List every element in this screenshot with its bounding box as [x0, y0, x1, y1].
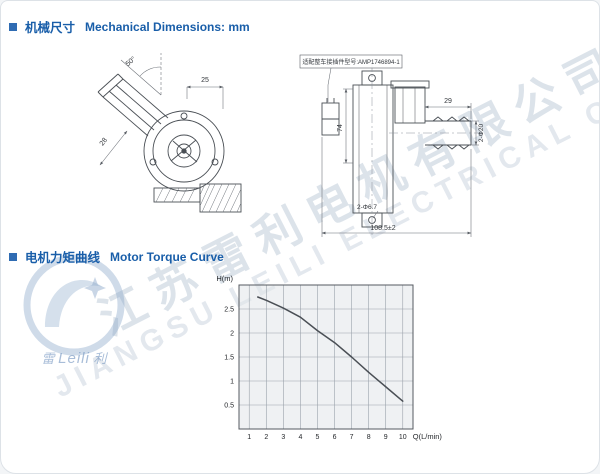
connector-model-callout: 适配整车接插件型号:AMP1746894-1	[299, 54, 403, 102]
mech-title-cn: 机械尺寸	[25, 21, 76, 35]
front-view-dimension-lines	[321, 88, 479, 237]
x-tick-label: 10	[399, 434, 407, 441]
torque-curve	[257, 296, 404, 402]
torque-title-en: Motor Torque Curve	[110, 249, 224, 264]
x-tick-label: 9	[384, 434, 388, 441]
bracket-hatching	[155, 183, 242, 213]
mech-title-en: Mechanical Dimensions: mm	[85, 19, 250, 34]
y-tick-label: 2	[230, 331, 234, 338]
x-axis-label: Q(L/min)	[413, 432, 443, 441]
x-tick-label: 5	[316, 434, 320, 441]
dim-2phi67-label: 2-Φ6.7	[357, 204, 377, 211]
dim-29-label: 29	[444, 98, 452, 105]
dim-25-label: 25	[201, 77, 209, 84]
y-tick-label: 2.5	[224, 307, 234, 314]
centerlines	[371, 63, 483, 235]
side-view-dimension-lines	[99, 53, 224, 166]
blue-square-bullet-icon	[9, 252, 17, 261]
x-tick-label: 3	[281, 434, 285, 441]
pump-front-view	[321, 70, 472, 228]
dim-74-label: 74	[337, 124, 344, 132]
x-tick-label: 6	[333, 434, 337, 441]
x-tick-label: 7	[350, 434, 354, 441]
torque-section-header: 电机力矩曲线 Motor Torque Curve	[9, 247, 224, 266]
dim-total-length-label: 108.5±2	[370, 225, 395, 232]
torque-title-cn: 电机力矩曲线	[25, 251, 101, 265]
blue-square-bullet-icon	[9, 22, 17, 31]
mech-section-header: 机械尺寸 Mechanical Dimensions: mm	[9, 17, 250, 36]
x-tick-label: 4	[298, 434, 302, 441]
y-tick-label: 1.5	[224, 355, 234, 362]
y-tick-label: 1	[230, 379, 234, 386]
y-tick-label: 0.5	[224, 403, 234, 410]
x-tick-label: 1	[247, 434, 251, 441]
x-tick-label: 2	[264, 434, 268, 441]
motor-torque-chart: 0.5 1 1.5 2 2.5 1 2 3 4 5 6 7 8 9 10 H(m) Q(L/min)	[216, 274, 443, 441]
dim-28-label: 28	[99, 137, 109, 148]
dim-2phi20-label: 2-Φ20	[478, 124, 485, 143]
y-axis-label: H(m)	[216, 274, 233, 283]
dim-50deg-label: 50°	[124, 55, 137, 68]
pump-side-view	[97, 73, 242, 213]
mechanical-drawing: 25 50° 28	[97, 53, 485, 237]
connector-model-label: 适配整车接插件型号:AMP1746894-1	[302, 58, 400, 66]
chart-border	[238, 284, 414, 430]
x-tick-label: 8	[367, 434, 371, 441]
